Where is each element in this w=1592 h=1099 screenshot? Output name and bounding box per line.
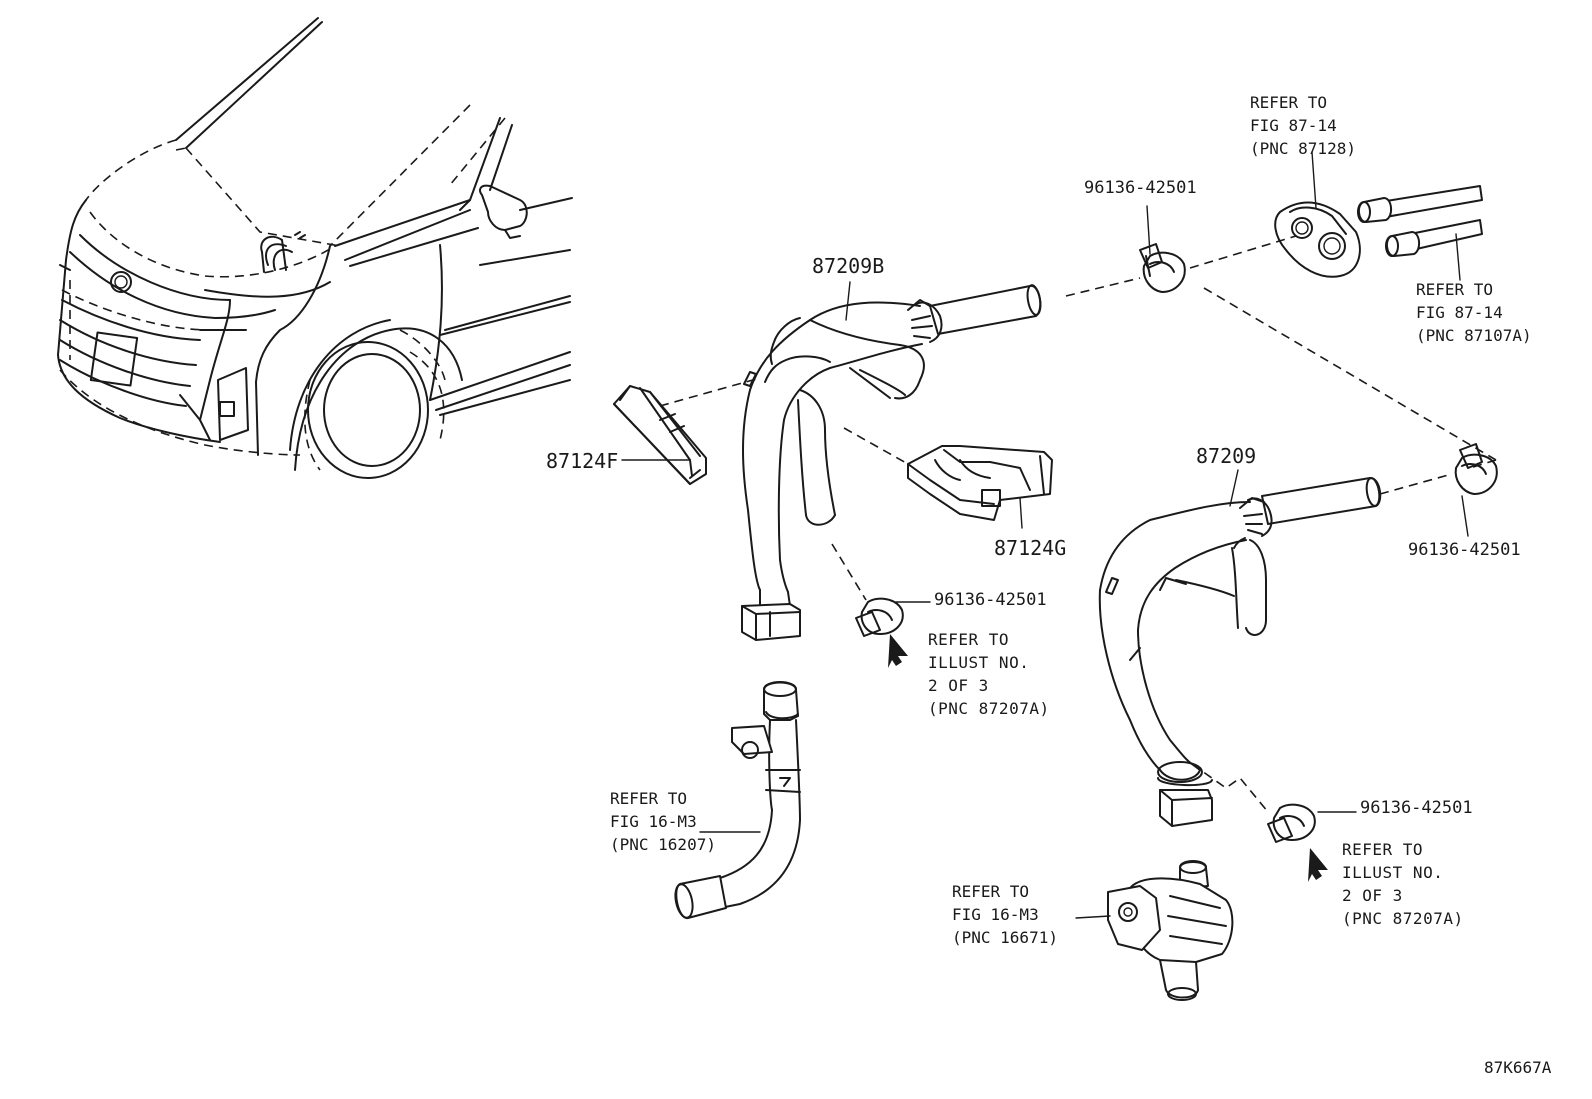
pipes-87107a <box>1357 185 1483 257</box>
clip-bottom-right <box>1267 803 1316 843</box>
figure-code: 87K667A <box>1484 1058 1552 1077</box>
part-label-clip-bottom-right: 96136-42501 <box>1360 798 1473 818</box>
ref-note-grommet: REFER TO FIG 87-14 (PNC 87128) <box>1250 93 1356 158</box>
connection-lines <box>659 235 1497 813</box>
clip-center <box>855 597 904 637</box>
ref-note-pipe-16207: REFER TO FIG 16-M3 (PNC 16207) <box>610 789 716 854</box>
duct-87124f <box>613 385 707 485</box>
part-label-87209b: 87209B <box>812 254 885 278</box>
ref-note-pipes: REFER TO FIG 87-14 (PNC 87107A) <box>1416 280 1532 345</box>
pipe-16207 <box>674 681 801 919</box>
hose-87209 <box>1098 477 1382 827</box>
ref-note-illust-center: REFER TO ILLUST NO. 2 OF 3 (PNC 87207A) <box>928 630 1050 718</box>
arrow-right <box>1308 848 1328 882</box>
part-label-87209: 87209 <box>1196 444 1257 468</box>
leader-lines <box>621 151 1469 919</box>
grommet-87128 <box>1274 201 1361 278</box>
hose-87209b <box>741 284 1042 641</box>
vehicle-front-illustration <box>57 17 573 479</box>
part-label-clip-right: 96136-42501 <box>1408 540 1521 560</box>
part-label-clip-center: 96136-42501 <box>934 590 1047 610</box>
clip-right <box>1454 443 1498 495</box>
bracket-87124g <box>907 445 1053 521</box>
ref-note-illust-right: REFER TO ILLUST NO. 2 OF 3 (PNC 87207A) <box>1342 840 1464 928</box>
clip-top <box>1139 243 1186 293</box>
part-label-clip-top: 96136-42501 <box>1084 178 1197 198</box>
pump-16671 <box>1107 860 1234 1001</box>
arrow-center <box>888 634 908 668</box>
ref-note-pump-16671: REFER TO FIG 16-M3 (PNC 16671) <box>952 882 1058 947</box>
part-label-87124f: 87124F <box>546 449 619 473</box>
part-label-87124g: 87124G <box>994 536 1067 560</box>
